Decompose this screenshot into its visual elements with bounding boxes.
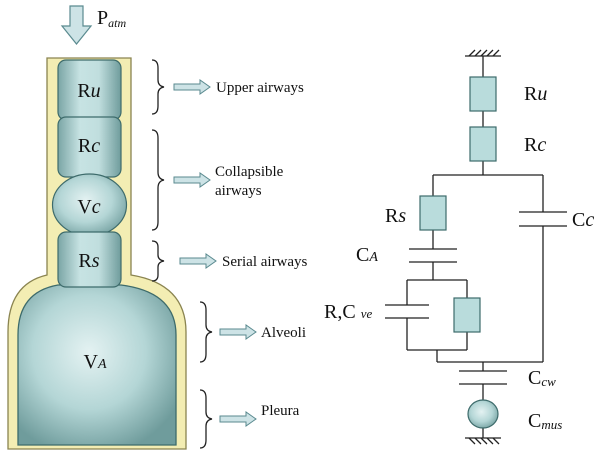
- arrow-pleura: [219, 411, 257, 427]
- arrow-alveoli: [219, 324, 257, 340]
- patm-label: Patm: [97, 7, 126, 30]
- cmus-source: [467, 399, 499, 429]
- rve-resistor: [453, 297, 481, 333]
- serial-airway-segment: [57, 231, 122, 288]
- region-braces: [151, 59, 213, 449]
- va-segment-label: VA: [83, 351, 106, 373]
- bottom-ground-hatch: [468, 437, 500, 445]
- ru-resistor: [469, 76, 497, 112]
- ru-circuit-label: Ru: [524, 83, 547, 105]
- serial-airways-label: Serial airways: [222, 254, 308, 270]
- rs-resistor: [419, 195, 447, 231]
- equivalent-circuit: [385, 49, 567, 445]
- rc-resistor: [469, 126, 497, 162]
- rs-segment-label: Rs: [78, 250, 99, 272]
- brace-upper: [151, 59, 165, 115]
- ca-circuit-label: CA: [356, 244, 378, 266]
- arrow-collapsible: [173, 172, 211, 188]
- alveoli-label: Alveoli: [261, 325, 306, 341]
- arrow-upper: [173, 79, 211, 95]
- vc-segment-label: Vc: [77, 196, 100, 218]
- pleura-label: Pleura: [261, 403, 300, 419]
- atmospheric-pressure-arrow: [60, 5, 93, 45]
- collapsible-airways-label-line1: Collapsible: [215, 164, 284, 180]
- brace-alveoli: [199, 301, 213, 363]
- ru-segment-label: Ru: [77, 80, 100, 102]
- rc-circuit-label: Rc: [524, 134, 546, 156]
- rcve-circuit-label: R,C ve: [324, 301, 372, 323]
- rs-circuit-label: Rs: [385, 205, 406, 227]
- brace-collapsible: [151, 129, 165, 231]
- upper-airways-label: Upper airways: [216, 80, 304, 96]
- ccw-circuit-label: Ccw: [528, 367, 556, 389]
- top-ground-hatch: [468, 49, 500, 57]
- brace-serial: [151, 240, 165, 282]
- collapsible-airways-label-line2: airways: [215, 183, 262, 199]
- alveoli-chamber: [17, 284, 177, 446]
- label-arrows: [173, 79, 257, 427]
- brace-pleura: [199, 389, 213, 449]
- cmus-circuit-label: Cmus: [528, 410, 562, 432]
- cc-circuit-label: Cc: [572, 209, 594, 231]
- arrow-serial: [179, 253, 217, 269]
- rc-segment-label: Rc: [78, 135, 100, 157]
